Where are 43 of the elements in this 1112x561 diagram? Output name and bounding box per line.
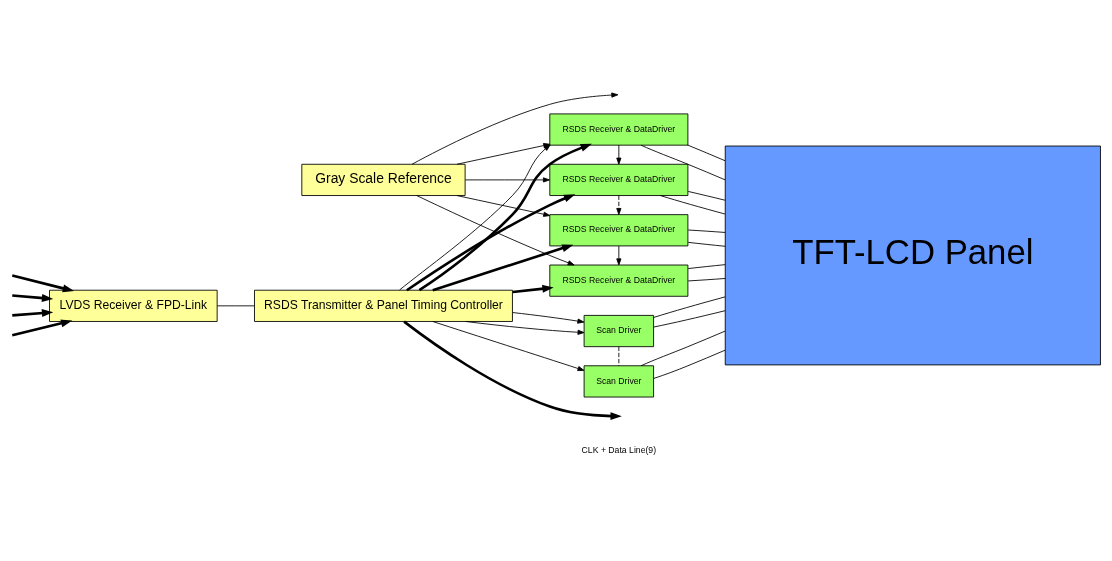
node-box: TFT-LCD Panel	[724, 145, 1101, 366]
connector	[618, 346, 620, 367]
node-box: Scan Driver	[583, 365, 655, 398]
arrow	[406, 194, 576, 292]
arrow	[432, 321, 585, 371]
connector	[216, 305, 255, 307]
arrow	[11, 319, 73, 337]
connector	[640, 144, 726, 181]
arrow	[403, 320, 622, 421]
node-box: Gray Scale Reference	[301, 163, 466, 196]
arrow	[411, 92, 619, 165]
node-box: RSDS Transmitter & Panel Timing Controller	[254, 289, 513, 322]
arrow	[416, 195, 575, 266]
arrow	[11, 274, 75, 293]
arrow	[616, 195, 622, 215]
connector	[653, 310, 726, 328]
node-box: Scan Driver	[583, 314, 655, 348]
connector	[687, 191, 726, 201]
node-box: LVDS Receiver & FPD-Link	[49, 289, 218, 322]
arrow	[464, 177, 550, 183]
connector	[640, 330, 726, 367]
node-box: RSDS Receiver & DataDriver	[549, 113, 689, 146]
arrow	[12, 309, 54, 317]
arrow	[456, 195, 551, 217]
connector	[687, 229, 726, 233]
node-box: RSDS Receiver & DataDriver	[549, 264, 689, 297]
arrow	[616, 245, 622, 266]
connector	[687, 241, 726, 247]
connector	[687, 278, 726, 282]
arrow	[12, 294, 54, 302]
connector	[687, 144, 726, 162]
connector	[687, 264, 726, 269]
label: CLK + Data Line(9)	[581, 445, 657, 456]
arrow	[616, 144, 622, 165]
node-box: RSDS Receiver & DataDriver	[549, 214, 689, 247]
connector	[653, 296, 726, 318]
arrow	[465, 321, 585, 335]
connector	[659, 195, 726, 215]
arrow	[512, 312, 585, 324]
node-box: RSDS Receiver & DataDriver	[549, 163, 689, 196]
connector	[653, 349, 726, 379]
arrow	[512, 284, 554, 294]
arrow	[432, 244, 574, 292]
